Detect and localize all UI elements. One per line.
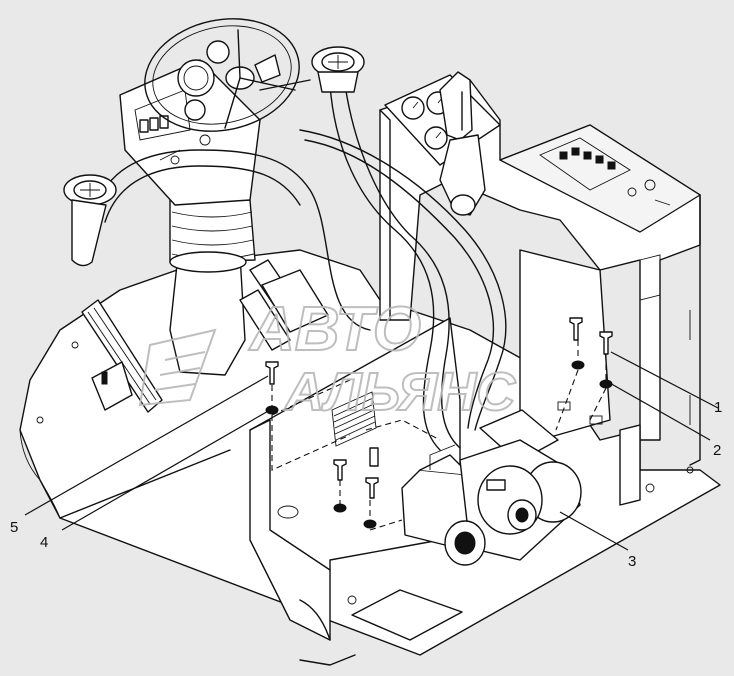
brake-pedals: [239, 259, 329, 351]
watermark-line2: АЛЬЯНС: [283, 362, 516, 422]
callout-leaders: [24, 351, 719, 551]
vent-grille: [331, 391, 377, 447]
steering-column: [119, 59, 261, 376]
callout-3: 3: [628, 553, 636, 570]
fasteners: [265, 317, 613, 531]
joystick: [439, 71, 486, 216]
vent-nozzle-top: [311, 46, 365, 93]
accelerator-pedal-left: [81, 299, 163, 413]
watermark-line1: АВТО: [248, 295, 421, 364]
watermark: АВТО АЛЬЯНС: [138, 294, 517, 423]
callout-1: 1: [714, 399, 722, 416]
switch-panel: [539, 137, 671, 206]
callout-labels: 1 2 3 4 5: [10, 399, 722, 570]
vent-nozzle-left: [63, 174, 117, 267]
callout-4: 4: [40, 534, 48, 551]
side-panel: [249, 317, 461, 641]
steering-wheel: [144, 18, 311, 161]
callout-5: 5: [10, 519, 18, 536]
heater-blower-unit: [401, 409, 582, 566]
watermark-logo: [138, 328, 217, 407]
air-ducts: [94, 84, 507, 451]
callout-2: 2: [713, 442, 721, 459]
